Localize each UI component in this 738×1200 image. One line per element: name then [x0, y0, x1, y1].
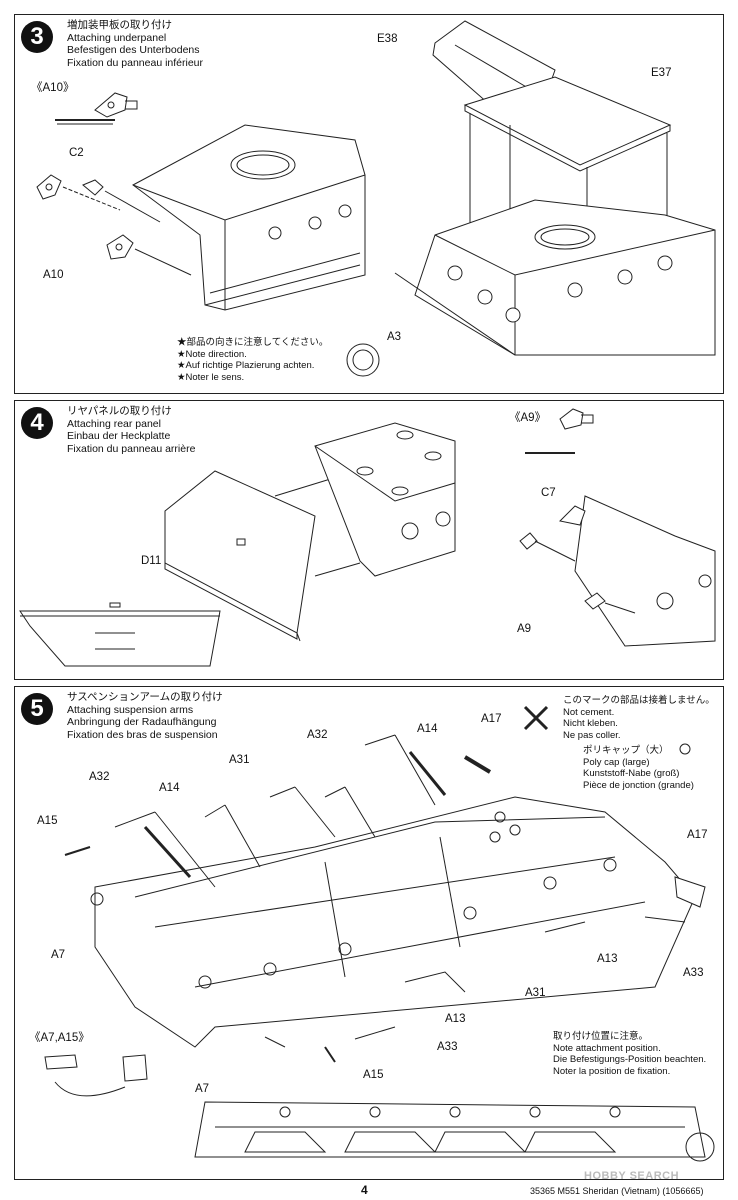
label-a31-2: A31: [525, 987, 546, 999]
label-a7-1: A7: [51, 949, 66, 961]
title-jp: リヤパネルの取り付け: [67, 405, 172, 417]
label-a15-2: A15: [363, 1069, 384, 1081]
label-e38: E38: [377, 33, 398, 45]
title-de: Befestigen des Unterbodens: [67, 44, 200, 56]
label-d11: D11: [141, 555, 162, 567]
label-a7-2: A7: [195, 1083, 210, 1095]
direction-note: ★部品の向きに注意してください。 ★Note direction. ★Auf r…: [177, 337, 329, 383]
label-a32-1: A32: [89, 771, 110, 783]
step-titles: サスペンションアームの取り付け Attaching suspension arm…: [67, 691, 223, 741]
label-a32-2: A32: [307, 729, 328, 741]
label-a3: A3: [387, 331, 402, 343]
title-fr: Fixation du panneau arrière: [67, 442, 196, 455]
position-note: 取り付け位置に注意。 Note attachment position. Die…: [553, 1031, 707, 1077]
title-en: Attaching underpanel: [67, 31, 167, 44]
label-a10: A10: [43, 269, 64, 281]
inset-label: 《A7,A15》: [29, 1032, 90, 1044]
no-cement-icon: [523, 705, 549, 731]
watermark: HOBBY SEARCH: [584, 1170, 680, 1182]
step-titles: 増加装甲板の取り付け Attaching underpanel Befestig…: [67, 19, 203, 69]
label-a13-1: A13: [597, 953, 618, 965]
step-4-drawing: [19, 408, 716, 667]
label-a33-2: A33: [437, 1041, 458, 1053]
inset-label: 《A9》: [509, 412, 547, 424]
label-a17-2: A17: [687, 829, 708, 841]
label-c7: C7: [541, 487, 556, 499]
label-e37: E37: [651, 67, 672, 79]
label-a31-1: A31: [229, 754, 250, 766]
step-5-panel: 5 サスペンションアームの取り付け Attaching suspension a…: [14, 686, 724, 1180]
title-de: Einbau der Heckplatte: [67, 430, 171, 442]
step-3-drawing: [36, 20, 716, 377]
cement-note: このマークの部品は接着しません。 Not cement. Nicht klebe…: [563, 695, 715, 741]
polycap-icon: [679, 743, 691, 755]
label-a14-1: A14: [159, 782, 180, 794]
step-4-panel: 4 リヤパネルの取り付け Attaching rear panel Einbau…: [14, 400, 724, 680]
label-a13-2: A13: [445, 1013, 466, 1025]
product-code: 35365 M551 Sheridan (Vietnam) (1056665): [530, 1186, 704, 1196]
title-fr: Fixation du panneau inférieur: [67, 56, 204, 69]
step-number: 4: [21, 407, 53, 439]
label-a17-1: A17: [481, 713, 502, 725]
title-en: Attaching rear panel: [67, 417, 161, 430]
step-number: 3: [21, 21, 53, 53]
label-c2: C2: [69, 147, 84, 159]
label-a14-2: A14: [417, 723, 438, 735]
inset-label: 《A10》: [31, 82, 75, 94]
title-en: Attaching suspension arms: [67, 703, 194, 716]
label-a33-1: A33: [683, 967, 704, 979]
title-jp: サスペンションアームの取り付け: [67, 691, 223, 703]
step-titles: リヤパネルの取り付け Attaching rear panel Einbau d…: [67, 405, 195, 455]
title-de: Anbringung der Radaufhängung: [67, 716, 217, 728]
page-number: 4: [361, 1183, 368, 1197]
polycap-note: ポリキャップ（大） Poly cap (large) Kunststoff-Na…: [583, 745, 694, 791]
label-a9: A9: [517, 623, 532, 635]
step-number: 5: [21, 693, 53, 725]
step-3-panel: 3 増加装甲板の取り付け Attaching underpanel Befest…: [14, 14, 724, 394]
title-fr: Fixation des bras de suspension: [67, 728, 218, 741]
step-5-drawing: [44, 705, 715, 1162]
title-jp: 増加装甲板の取り付け: [67, 19, 172, 31]
label-a15-1: A15: [37, 815, 58, 827]
